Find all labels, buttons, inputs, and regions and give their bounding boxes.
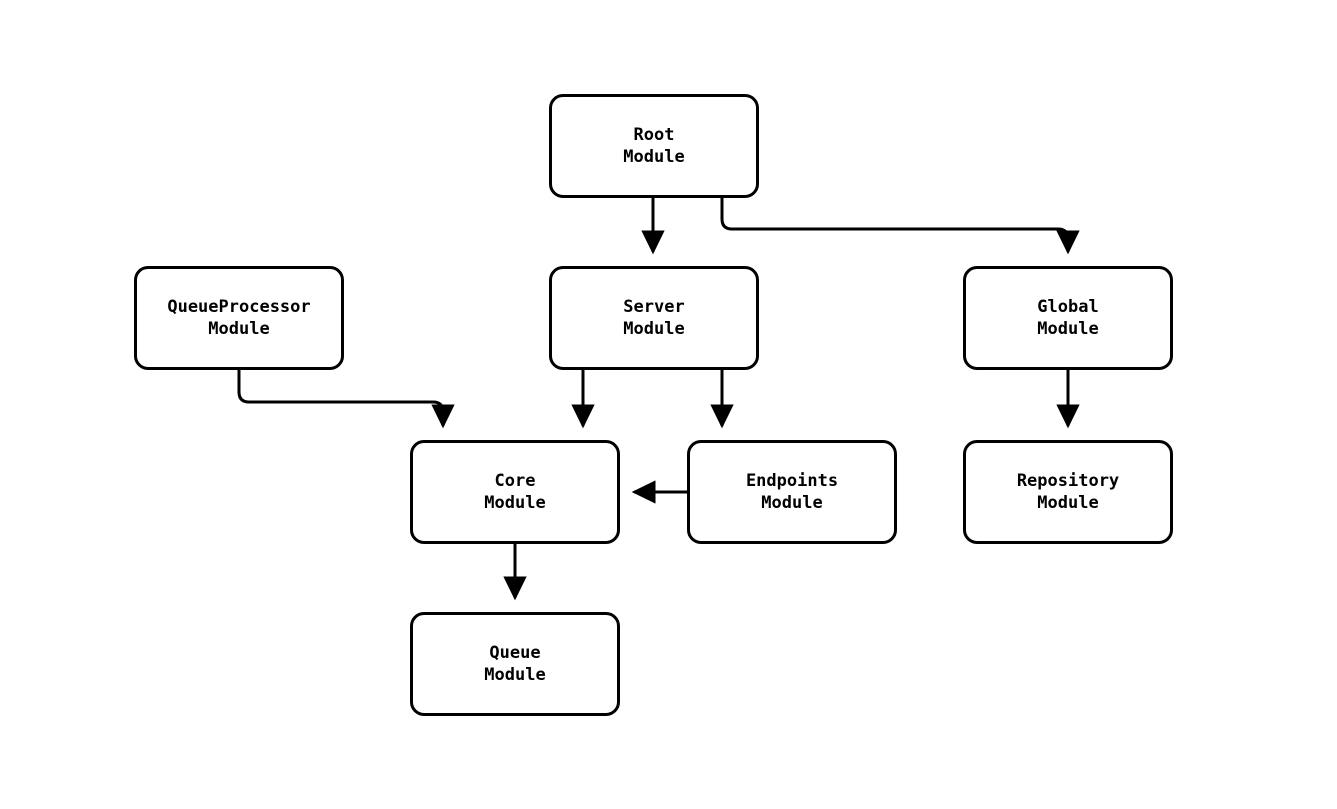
node-root[interactable]: Root Module (549, 94, 759, 198)
node-label-root: Root Module (623, 125, 685, 167)
node-core[interactable]: Core Module (410, 440, 620, 544)
node-label-server: Server Module (623, 297, 685, 339)
node-label-queueprocessor: QueueProcessor Module (167, 297, 311, 339)
node-label-repository: Repository Module (1016, 471, 1120, 513)
edge-root-to-global (720, 198, 1080, 255)
node-label-endpoints: Endpoints Module (745, 471, 839, 513)
node-repository[interactable]: Repository Module (963, 440, 1173, 544)
node-label-queue: Queue Module (484, 643, 546, 685)
edge-queueprocessor-to-core (237, 370, 455, 429)
node-endpoints[interactable]: Endpoints Module (687, 440, 897, 544)
node-queue[interactable]: Queue Module (410, 612, 620, 716)
node-label-global: Global Module (1037, 297, 1099, 339)
node-label-core: Core Module (484, 471, 546, 513)
node-server[interactable]: Server Module (549, 266, 759, 370)
node-global[interactable]: Global Module (963, 266, 1173, 370)
node-queueprocessor[interactable]: QueueProcessor Module (134, 266, 344, 370)
